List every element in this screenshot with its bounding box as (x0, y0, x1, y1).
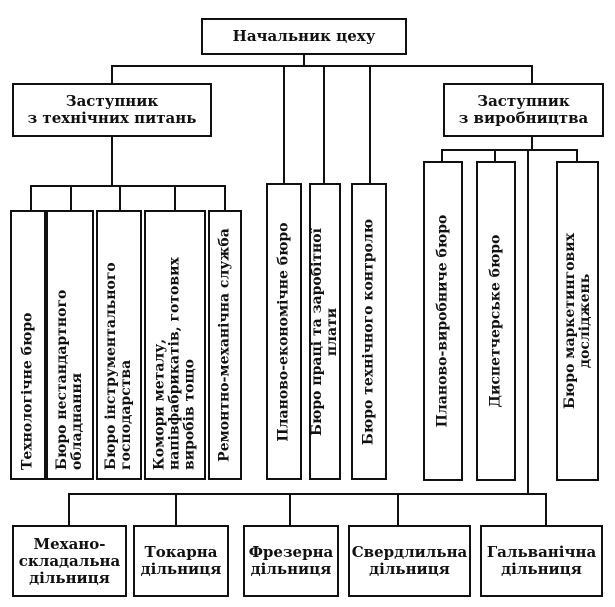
technical-control-bureau-label: Бюро технічного контролю (360, 218, 377, 445)
connector-line (531, 65, 533, 84)
galvanic-section-box: Гальванічна дільниця (480, 525, 603, 597)
technological-bureau-label: Технологічне бюро (19, 312, 36, 470)
labor-wages-bureau-box: Бюро праці та заробітної плати (309, 183, 341, 480)
deputy-technical-box: Заступник з технічних питань (12, 83, 212, 137)
connector-line (397, 493, 399, 526)
connector-line (175, 493, 177, 526)
dispatch-bureau-box: Диспетчерське бюро (476, 161, 516, 481)
head-of-shop-box: Начальник цеху (201, 18, 407, 55)
connector-line (369, 65, 371, 184)
tool-bureau-box: Бюро інструментального господарства (96, 210, 142, 480)
repair-service-box: Ремонтно-механічна служба (208, 210, 242, 480)
connector-line (70, 185, 72, 211)
production-planning-bureau-box: Планово-виробниче бюро (423, 161, 463, 481)
connector-line (111, 65, 533, 67)
connector-line (68, 493, 547, 495)
dispatch-bureau-label: Диспетчерське бюро (487, 234, 504, 408)
connector-line (30, 185, 32, 211)
drilling-section-box: Свердлильна дільниця (348, 525, 471, 597)
marketing-research-bureau-box: Бюро маркетингових досліджень (556, 161, 599, 481)
milling-section-box: Фрезерна дільниця (243, 525, 339, 597)
connector-line (303, 54, 305, 66)
labor-wages-bureau-label: Бюро праці та заробітної плати (309, 227, 340, 436)
nonstandard-equipment-bureau-label: Бюро нестандартного обладнання (54, 289, 85, 470)
connector-line (174, 185, 176, 211)
deputy-production-box: Заступник з виробництва (443, 83, 604, 137)
connector-line (441, 149, 578, 151)
technical-control-bureau-box: Бюро технічного контролю (351, 183, 387, 480)
connector-line (576, 149, 578, 162)
connector-line (494, 149, 496, 162)
connector-line (283, 65, 285, 184)
connector-line (68, 493, 70, 526)
turning-section-box: Токарна дільниця (133, 525, 229, 597)
production-planning-bureau-label: Планово-виробниче бюро (434, 214, 451, 428)
connector-line (531, 136, 533, 150)
storerooms-box: Комори металу, напівфабрикатів, готових … (144, 210, 206, 480)
connector-line (111, 136, 113, 186)
connector-line (30, 185, 226, 187)
connector-line (111, 65, 113, 84)
connector-line (323, 65, 325, 184)
connector-line (289, 493, 291, 526)
connector-line (545, 493, 547, 526)
planning-economic-bureau-box: Планово-економічне бюро (266, 183, 302, 480)
technological-bureau-box: Технологічне бюро (10, 210, 46, 480)
assembly-section-box: Механо- складальна дільниця (12, 525, 127, 597)
connector-line (224, 185, 226, 211)
connector-line (527, 149, 529, 494)
connector-line (119, 185, 121, 211)
planning-economic-bureau-label: Планово-економічне бюро (275, 221, 292, 442)
connector-line (441, 149, 443, 162)
nonstandard-equipment-bureau-box: Бюро нестандартного обладнання (46, 210, 94, 480)
repair-service-label: Ремонтно-механічна служба (216, 228, 233, 462)
storerooms-label: Комори металу, напівфабрикатів, готових … (151, 257, 198, 470)
tool-bureau-label: Бюро інструментального господарства (103, 262, 134, 470)
marketing-research-bureau-label: Бюро маркетингових досліджень (561, 232, 593, 410)
